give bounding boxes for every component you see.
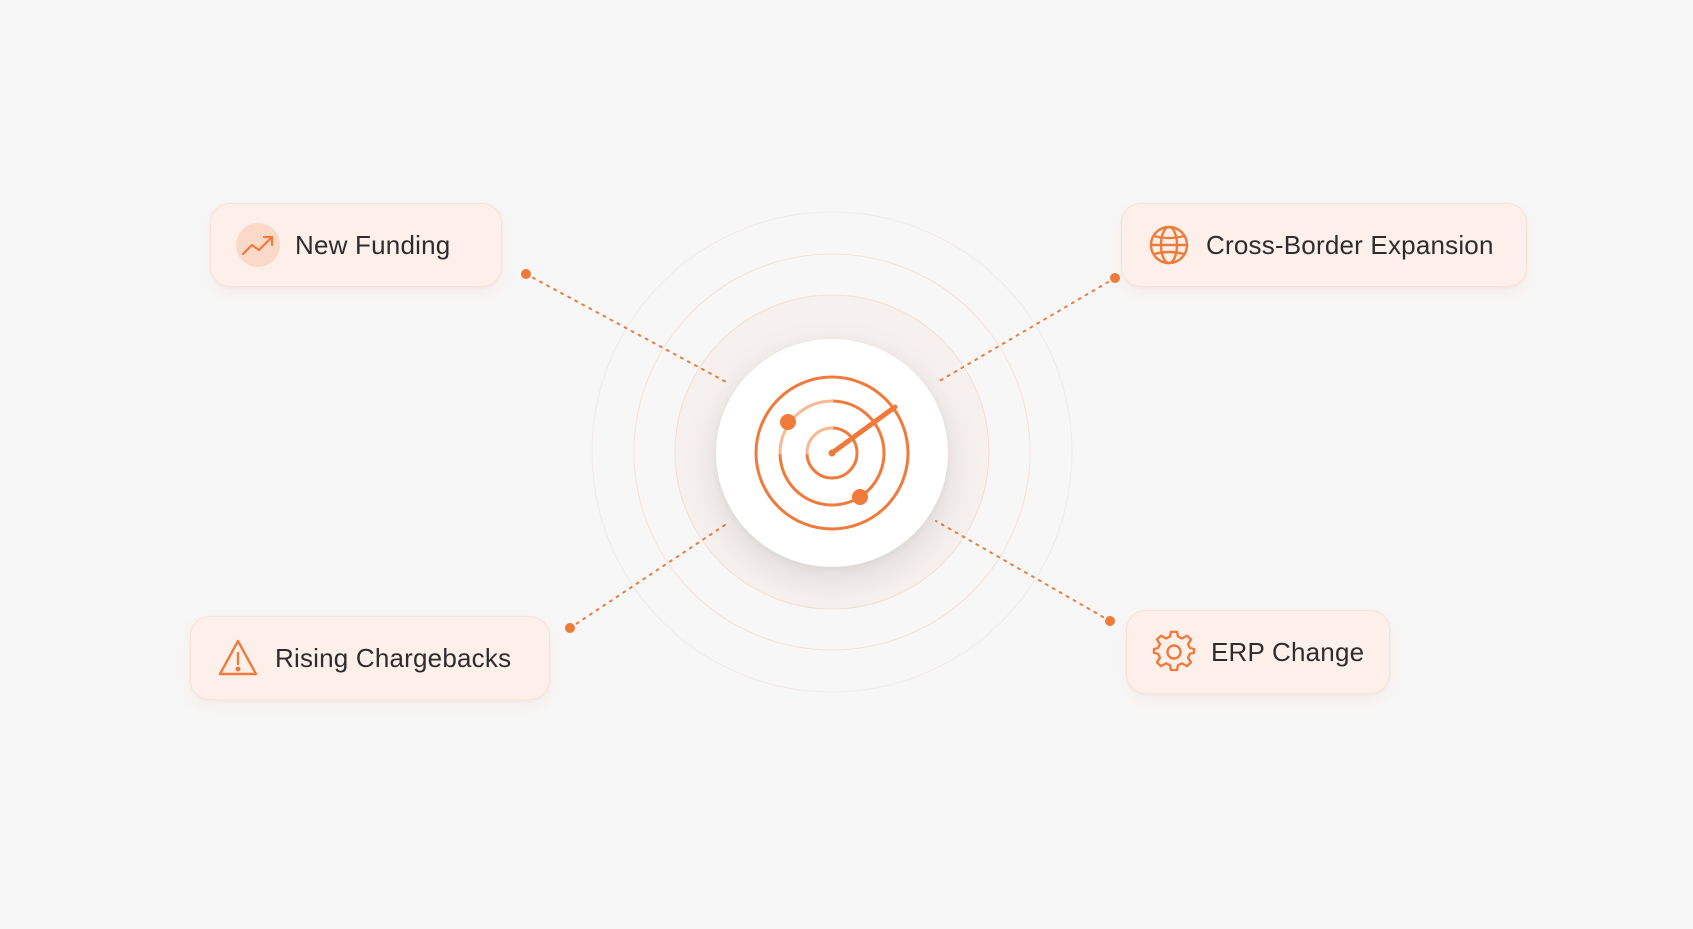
connector-dot-rising-chargebacks (565, 623, 575, 633)
signal-card-erp-change[interactable]: ERP Change (1126, 610, 1390, 694)
warning-triangle-icon (215, 635, 261, 681)
signal-card-rising-chargebacks[interactable]: Rising Chargebacks (190, 616, 550, 700)
signal-label-cross-border-expansion: Cross-Border Expansion (1206, 229, 1494, 260)
signal-label-erp-change: ERP Change (1211, 636, 1365, 667)
gear-icon (1151, 629, 1197, 675)
ring-outer (591, 211, 1073, 693)
signal-label-rising-chargebacks: Rising Chargebacks (275, 642, 512, 673)
signal-card-cross-border-expansion[interactable]: Cross-Border Expansion (1121, 203, 1527, 287)
globe-icon (1146, 222, 1192, 268)
connector-new-funding (525, 273, 729, 384)
ring-middle (633, 253, 1031, 651)
signal-card-new-funding[interactable]: New Funding (210, 203, 502, 287)
trending-up-icon (235, 222, 281, 268)
connector-dot-erp-change (1105, 616, 1115, 626)
connector-erp-change (935, 520, 1111, 622)
radar-icon (754, 375, 910, 531)
radar-hub (716, 339, 948, 567)
connector-rising-chargebacks (569, 522, 729, 629)
connector-cross-border (935, 277, 1116, 384)
signal-label-new-funding: New Funding (295, 229, 451, 260)
connector-dot-cross-border (1110, 273, 1120, 283)
connector-dot-new-funding (521, 269, 531, 279)
